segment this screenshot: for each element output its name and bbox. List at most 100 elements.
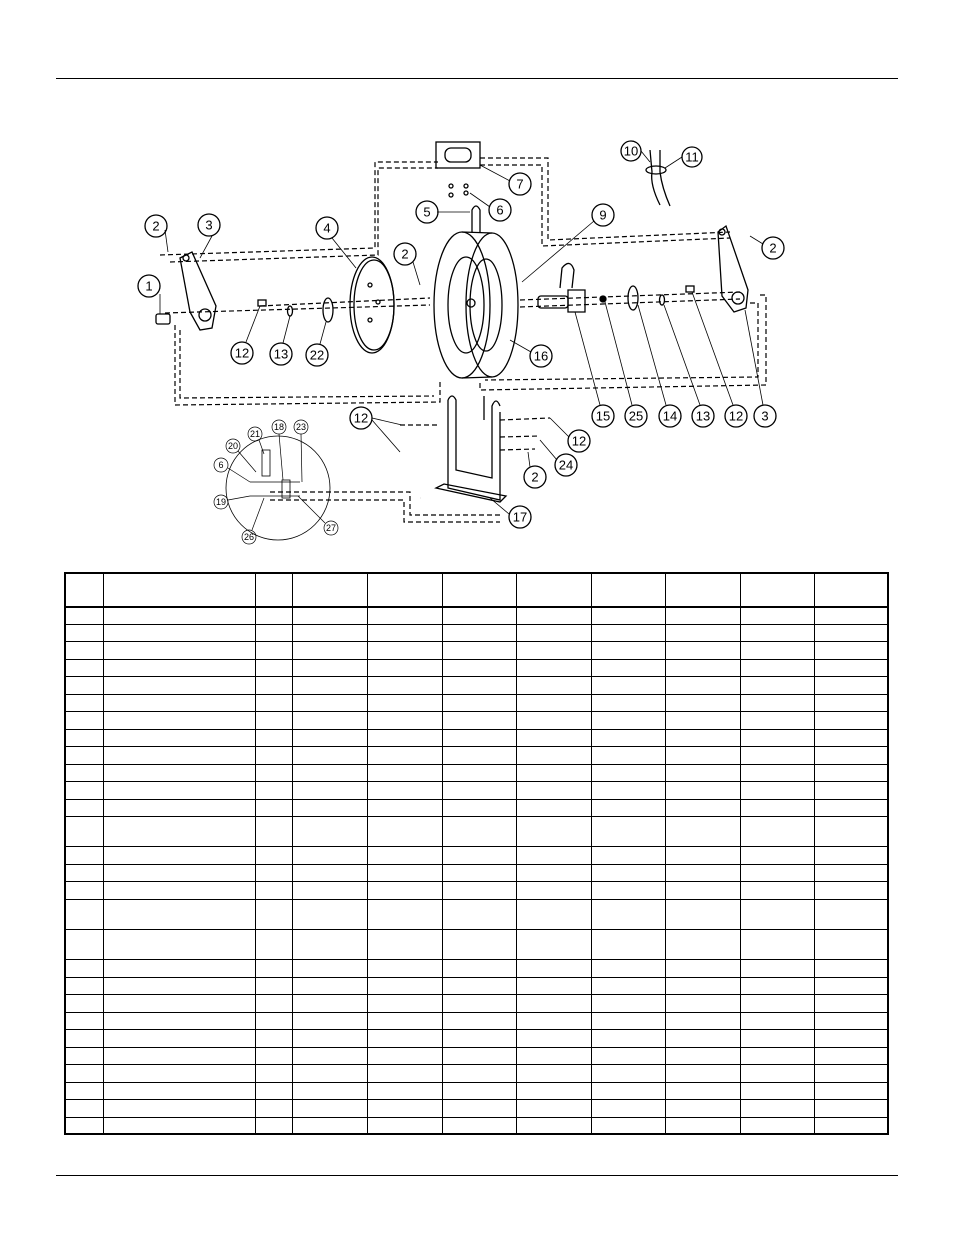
- table-row: [64, 710, 889, 730]
- header-cell: [739, 572, 815, 608]
- table-row: [64, 623, 889, 642]
- table-cell: [664, 993, 741, 1013]
- svg-text:9: 9: [599, 208, 606, 223]
- table-cell: [291, 745, 368, 765]
- table-cell: [739, 993, 815, 1013]
- callout-2: 2: [393, 242, 417, 266]
- table-cell: [254, 863, 293, 882]
- table-cell: [366, 623, 443, 642]
- table-cell: [590, 1028, 666, 1048]
- table-cell: [441, 1063, 517, 1083]
- callout-leaders: [159, 150, 764, 515]
- table-row: [64, 1081, 889, 1100]
- table-cell: [64, 898, 104, 930]
- table-cell: [813, 606, 889, 625]
- detail-callout-26: 26: [241, 529, 257, 545]
- table-cell: [590, 1063, 666, 1083]
- table-cell: [254, 658, 293, 677]
- callout-1: 1: [137, 274, 161, 298]
- table-cell: [813, 728, 889, 747]
- table-cell: [64, 675, 104, 695]
- table-cell: [515, 640, 592, 660]
- table-cell: [64, 1063, 104, 1083]
- table-cell: [590, 928, 666, 960]
- svg-text:24: 24: [559, 458, 573, 473]
- table-cell: [441, 898, 517, 930]
- table-cell: [664, 728, 741, 747]
- table-row: [64, 898, 889, 930]
- table-cell: [254, 958, 293, 978]
- table-cell: [254, 745, 293, 765]
- table-cell: [515, 1063, 592, 1083]
- table-cell: [254, 880, 293, 900]
- table-cell: [102, 606, 256, 625]
- callout-12: 12: [724, 404, 748, 428]
- table-cell: [590, 745, 666, 765]
- detail-callout-19: 19: [213, 494, 229, 510]
- svg-text:2: 2: [769, 241, 776, 256]
- table-cell: [739, 1116, 815, 1135]
- table-cell: [102, 780, 256, 800]
- svg-text:19: 19: [216, 497, 226, 507]
- table-cell: [739, 863, 815, 882]
- table-cell: [64, 780, 104, 800]
- table-cell: [102, 1081, 256, 1100]
- table-cell: [366, 693, 443, 712]
- parts-list-table: [64, 572, 889, 1135]
- table-cell: [102, 845, 256, 865]
- table-cell: [291, 1098, 368, 1118]
- table-cell: [739, 780, 815, 800]
- table-cell: [254, 710, 293, 730]
- callout-5: 5: [415, 200, 439, 224]
- table-cell: [739, 1028, 815, 1048]
- table-cell: [441, 693, 517, 712]
- table-cell: [254, 675, 293, 695]
- left-arm: [179, 251, 217, 331]
- callout-16: 16: [529, 344, 553, 368]
- table-cell: [590, 623, 666, 642]
- table-cell: [813, 693, 889, 712]
- swivel-fitting: [537, 262, 586, 313]
- svg-text:3: 3: [205, 218, 212, 233]
- table-cell: [739, 798, 815, 817]
- table-cell: [366, 880, 443, 900]
- svg-text:18: 18: [274, 422, 284, 432]
- table-row: [64, 675, 889, 695]
- svg-text:25: 25: [629, 409, 643, 424]
- svg-text:13: 13: [696, 409, 710, 424]
- table-cell: [366, 1063, 443, 1083]
- callout-2: 2: [761, 236, 785, 260]
- table-cell: [515, 658, 592, 677]
- table-row: [64, 1046, 889, 1065]
- table-cell: [739, 728, 815, 747]
- assembly-leader-lines: [159, 157, 767, 523]
- table-cell: [102, 763, 256, 782]
- table-cell: [515, 693, 592, 712]
- svg-text:7: 7: [516, 177, 523, 192]
- svg-text:12: 12: [729, 409, 743, 424]
- table-cell: [813, 745, 889, 765]
- table-cell: [739, 693, 815, 712]
- table-cell: [254, 928, 293, 960]
- table-cell: [441, 728, 517, 747]
- table-cell: [441, 763, 517, 782]
- table-cell: [590, 1081, 666, 1100]
- svg-text:3: 3: [761, 409, 768, 424]
- table-cell: [291, 728, 368, 747]
- table-cell: [441, 1011, 517, 1030]
- svg-text:1: 1: [145, 279, 152, 294]
- callout-6: 6: [488, 198, 512, 222]
- table-cell: [102, 928, 256, 960]
- callout-14: 14: [658, 404, 682, 428]
- table-cell: [739, 640, 815, 660]
- table-cell: [813, 658, 889, 677]
- table-cell: [515, 1028, 592, 1048]
- table-cell: [254, 1063, 293, 1083]
- table-cell: [102, 623, 256, 642]
- callout-17: 17: [508, 505, 532, 529]
- table-cell: [664, 898, 741, 930]
- table-cell: [590, 993, 666, 1013]
- callout-15: 15: [591, 404, 615, 428]
- table-row: [64, 1116, 889, 1135]
- table-cell: [813, 845, 889, 865]
